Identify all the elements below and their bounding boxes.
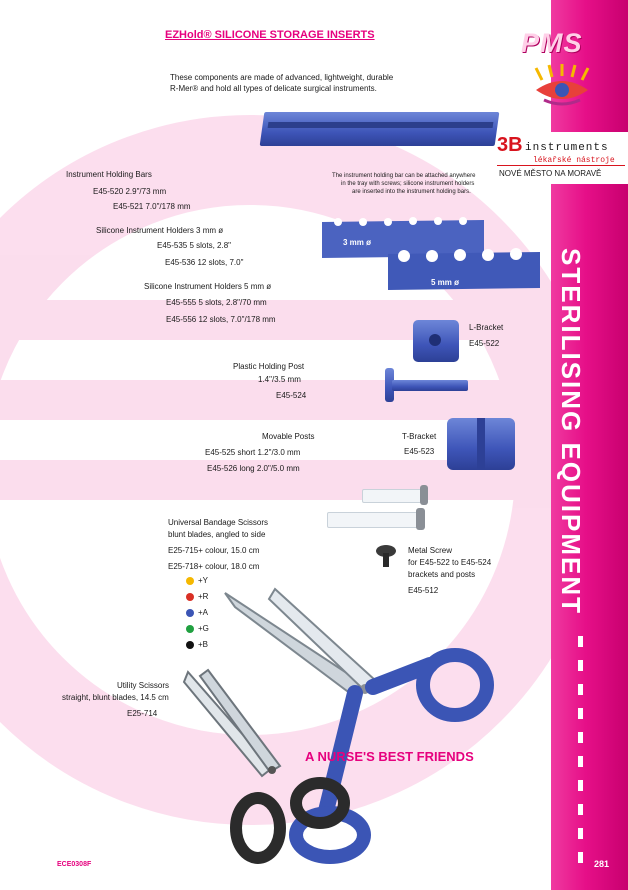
colour-swatch-red — [186, 592, 194, 601]
footer-code: ECE0308F — [57, 861, 92, 868]
brand-name: instruments — [525, 142, 609, 154]
t-bracket-image — [447, 418, 515, 470]
colour-swatch-blue — [186, 608, 194, 617]
holders5-item-1: E45-555 5 slots, 2.8"/70 mm — [166, 298, 267, 307]
colour-label: +R — [198, 592, 209, 601]
post-size: 1.4"/3.5 mm — [258, 375, 301, 384]
utility-code: E25-714 — [127, 709, 158, 718]
colour-option-g: +G — [186, 624, 209, 634]
note-line-2: in the tray with screws; silicone instru… — [341, 181, 475, 187]
movable-post-short-head — [420, 485, 428, 505]
bandage-title: Universal Bandage Scissors — [168, 518, 269, 527]
movable-item-2: E45-526 long 2.0"/5.0 mm — [207, 464, 300, 473]
brand-subtitle: lékařské nástroje — [533, 156, 615, 165]
bandage-item-2: E25-718+ colour, 18.0 cm — [168, 562, 260, 571]
brand-box: 3B instruments lékařské nástroje NOVÉ MĚ… — [493, 132, 628, 184]
holder-3mm-image — [322, 217, 484, 258]
t-bracket-title: T-Bracket — [402, 432, 437, 441]
note-line-1: The instrument holding bar can be attach… — [332, 173, 476, 179]
l-bracket-image — [413, 320, 459, 362]
side-title: STERILISING EQUIPMENT — [556, 248, 586, 616]
holders5-title: Silicone Instrument Holders 5 mm ø — [144, 282, 272, 291]
intro-line-2: R-Mer® and hold all types of delicate su… — [170, 84, 377, 93]
colour-swatch-green — [186, 624, 194, 633]
colour-swatch-yellow — [186, 576, 194, 585]
movable-post-long-head — [416, 508, 425, 530]
colour-label: +Y — [198, 576, 209, 585]
intro-line-1: These components are made of advanced, l… — [170, 73, 394, 82]
colour-option-y: +Y — [186, 576, 208, 586]
metal-screw-icon — [376, 545, 396, 567]
movable-post-short-image — [362, 489, 424, 503]
colour-option-b: +B — [186, 640, 208, 650]
colour-swatch-black — [186, 640, 194, 649]
eye-emblem-icon — [534, 64, 590, 106]
holding-bars-item-1: E45-520 2.9"/73 mm — [93, 187, 167, 196]
holding-bar-groove — [267, 122, 494, 128]
holding-bars-item-2: E45-521 7.0"/178 mm — [113, 202, 191, 211]
holders3-item-1: E45-535 5 slots, 2.8" — [157, 241, 231, 250]
holder-3mm-label: 3 mm ø — [343, 238, 372, 247]
colour-label: +A — [198, 608, 209, 617]
movable-post-long-image — [327, 512, 419, 528]
colour-option-a: +A — [186, 608, 208, 618]
post-title: Plastic Holding Post — [233, 362, 305, 371]
holders3-title: Silicone Instrument Holders 3 mm ø — [96, 226, 224, 235]
l-bracket-code: E45-522 — [469, 339, 500, 348]
t-bracket-code: E45-523 — [404, 447, 435, 456]
screw-line-1: Metal Screw — [408, 546, 453, 555]
holding-bar-image — [259, 112, 500, 146]
bandage-subtitle: blunt blades, angled to side — [168, 530, 266, 539]
brand-logo: 3B — [497, 134, 523, 156]
utility-title: Utility Scissors — [117, 681, 170, 690]
movable-item-1: E45-525 short 1.2"/3.0 mm — [205, 448, 301, 457]
utility-scissors-image — [182, 668, 350, 864]
colour-label: +G — [198, 624, 209, 633]
holding-bars-title: Instrument Holding Bars — [66, 170, 152, 179]
pms-logo: PMS — [521, 28, 583, 58]
brand-city: NOVÉ MĚSTO NA MORAVĚ — [499, 169, 602, 178]
bandage-item-1: E25-715+ colour, 15.0 cm — [168, 546, 260, 555]
colour-option-r: +R — [186, 592, 208, 602]
watermark-logo — [0, 115, 560, 825]
note-line-3: are inserted into the instrument holding… — [352, 189, 471, 195]
post-shaft — [392, 380, 468, 391]
post-image — [385, 368, 394, 402]
movable-title: Movable Posts — [262, 432, 315, 441]
l-bracket-title: L-Bracket — [469, 323, 504, 332]
bandage-scissors-image — [224, 587, 494, 864]
holder-5mm-label: 5 mm ø — [431, 278, 460, 287]
screw-line-3: brackets and posts — [408, 570, 476, 579]
screw-code: E45-512 — [408, 586, 439, 595]
brand-divider — [497, 165, 625, 166]
utility-subtitle: straight, blunt blades, 14.5 cm — [62, 693, 169, 702]
post-code: E45-524 — [276, 391, 307, 400]
page-title: EZHold® SILICONE STORAGE INSERTS — [165, 29, 375, 41]
page-number: 281 — [594, 859, 610, 869]
screw-line-2: for E45-522 to E45-524 — [408, 558, 492, 567]
holders3-item-2: E45-536 12 slots, 7.0" — [165, 258, 244, 267]
slogan: A NURSE'S BEST FRIENDS — [305, 749, 474, 764]
colour-label: +B — [198, 640, 209, 649]
holders5-item-2: E45-556 12 slots, 7.0"/178 mm — [166, 315, 276, 324]
holder-5mm-image — [388, 248, 540, 290]
